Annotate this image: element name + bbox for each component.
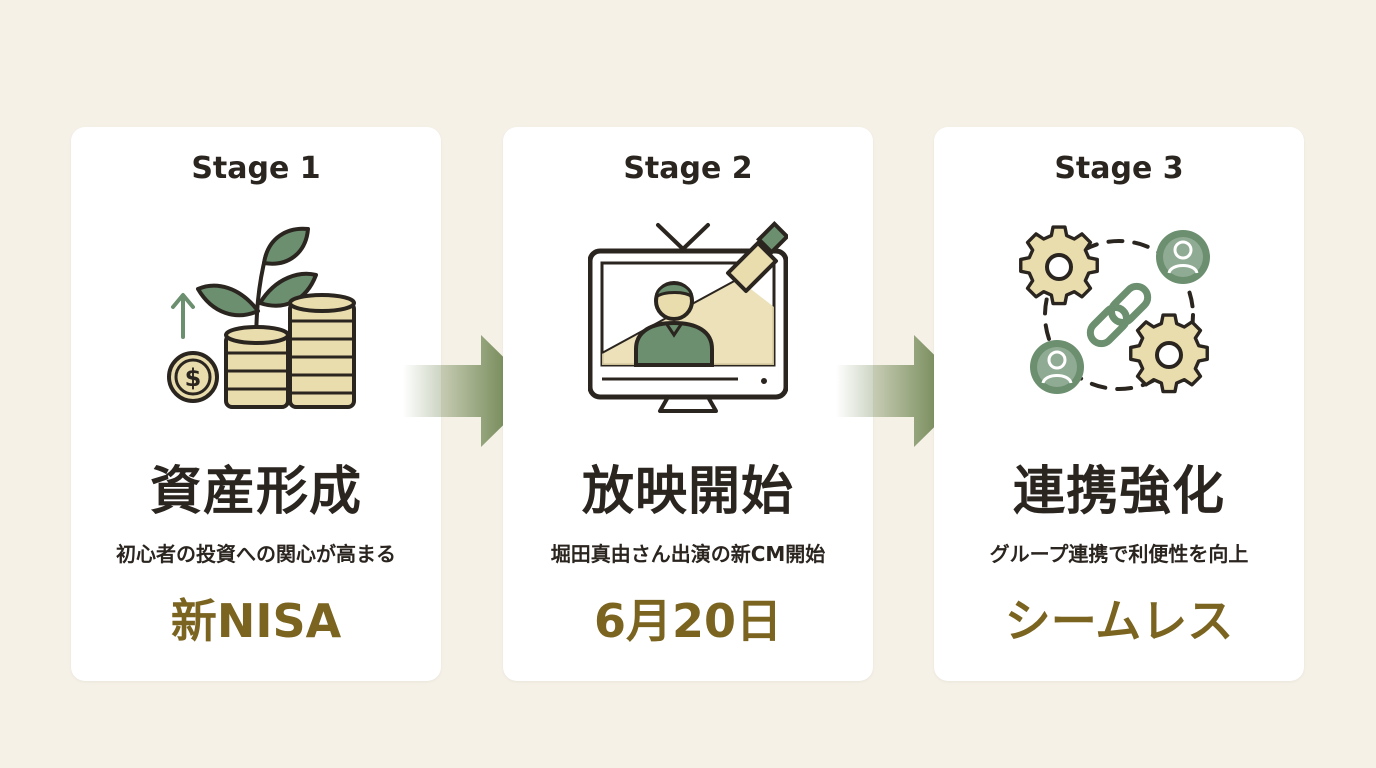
- stage-subtitle: 初心者の投資への関心が高まる: [116, 542, 396, 566]
- stage-title: 放映開始: [581, 461, 794, 522]
- plant-coins-icon: $: [156, 215, 356, 415]
- stage-card-3: Stage 3: [934, 127, 1304, 681]
- stage-subtitle: 堀田真由さん出演の新CM開始: [550, 542, 826, 566]
- tv-spotlight-icon: [588, 215, 788, 415]
- stage-highlight: 新NISA: [170, 594, 342, 648]
- svg-text:$: $: [185, 364, 202, 392]
- stage-label: Stage 2: [623, 151, 753, 186]
- stage-label: Stage 3: [1054, 151, 1184, 186]
- stage-highlight: 6月20日: [593, 594, 783, 648]
- stage-highlight: シームレス: [1004, 594, 1234, 648]
- stage-subtitle: グループ連携で利便性を向上: [989, 542, 1249, 566]
- stage-title: 資産形成: [149, 461, 362, 522]
- stage-title: 連携強化: [1012, 461, 1225, 522]
- stage-card-2: Stage 2 放映開始 堀田真由さん出演の新CM開始 6月2: [503, 127, 873, 681]
- stage-label: Stage 1: [191, 151, 321, 186]
- gears-link-icon: [1019, 215, 1219, 415]
- stage-card-1: Stage 1 $: [71, 127, 441, 681]
